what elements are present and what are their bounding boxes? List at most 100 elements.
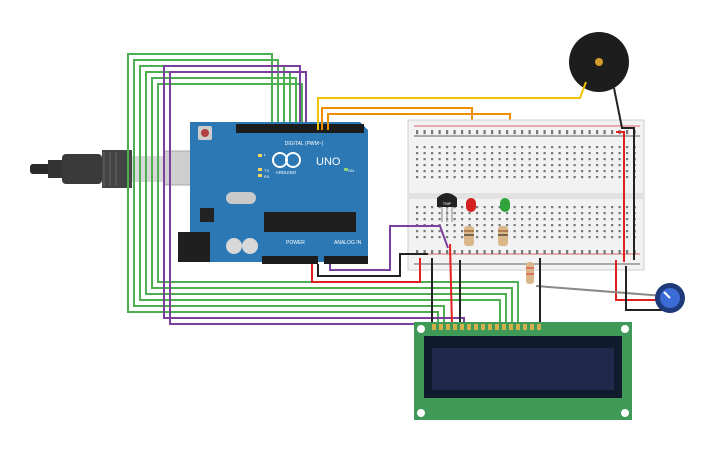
breadboard-hole xyxy=(588,130,591,133)
breadboard-hole xyxy=(528,212,531,215)
breadboard-hole xyxy=(581,170,584,173)
breadboard-hole xyxy=(438,212,441,215)
breadboard-hole xyxy=(611,218,614,221)
breadboard-hole xyxy=(551,170,554,173)
breadboard-hole xyxy=(603,224,606,227)
breadboard-hole xyxy=(566,230,569,233)
breadboard-hole xyxy=(453,236,456,239)
breadboard-hole xyxy=(491,164,494,167)
breadboard-hole xyxy=(626,236,629,239)
breadboard-hole xyxy=(438,132,441,135)
breadboard-hole xyxy=(491,146,494,149)
breadboard-hole xyxy=(626,252,629,255)
breadboard-hole xyxy=(618,132,621,135)
breadboard-hole xyxy=(618,206,621,209)
breadboard-hole xyxy=(543,132,546,135)
digital-label: DIGITAL (PWM~) xyxy=(285,141,324,147)
breadboard-hole xyxy=(618,212,621,215)
breadboard-hole xyxy=(476,176,479,179)
breadboard-hole xyxy=(536,212,539,215)
lcd-pin xyxy=(502,324,506,330)
breadboard-hole xyxy=(453,158,456,161)
breadboard-hole xyxy=(461,252,464,255)
breadboard-hole xyxy=(453,164,456,167)
breadboard-hole xyxy=(491,250,494,253)
breadboard-hole xyxy=(513,132,516,135)
breadboard-hole xyxy=(468,250,471,253)
breadboard-hole xyxy=(476,152,479,155)
breadboard-hole xyxy=(573,218,576,221)
breadboard-hole xyxy=(543,146,546,149)
breadboard-hole xyxy=(446,250,449,253)
breadboard-hole xyxy=(603,152,606,155)
breadboard-hole xyxy=(603,146,606,149)
breadboard-hole xyxy=(573,132,576,135)
breadboard-hole xyxy=(536,164,539,167)
breadboard-hole xyxy=(416,146,419,149)
breadboard-hole xyxy=(528,146,531,149)
breadboard-hole xyxy=(446,224,449,227)
breadboard-hole xyxy=(483,250,486,253)
breadboard-hole xyxy=(521,170,524,173)
breadboard-hole xyxy=(438,158,441,161)
breadboard-hole xyxy=(528,252,531,255)
breadboard-hole xyxy=(491,176,494,179)
breadboard-hole xyxy=(483,252,486,255)
breadboard-hole xyxy=(626,132,629,135)
breadboard-hole xyxy=(476,218,479,221)
breadboard-hole xyxy=(588,152,591,155)
breadboard-hole xyxy=(558,218,561,221)
breadboard-hole xyxy=(416,230,419,233)
breadboard-hole xyxy=(588,170,591,173)
breadboard-hole xyxy=(611,152,614,155)
breadboard-hole xyxy=(476,206,479,209)
breadboard-hole xyxy=(543,224,546,227)
lcd-pin xyxy=(474,324,478,330)
breadboard-hole xyxy=(581,218,584,221)
breadboard-hole xyxy=(581,250,584,253)
breadboard-hole xyxy=(513,250,516,253)
breadboard-hole xyxy=(581,152,584,155)
breadboard-hole xyxy=(551,176,554,179)
breadboard-hole xyxy=(611,252,614,255)
breadboard-hole xyxy=(588,212,591,215)
breadboard-hole xyxy=(453,252,456,255)
breadboard-hole xyxy=(498,152,501,155)
breadboard-hole xyxy=(423,146,426,149)
breadboard-hole xyxy=(446,158,449,161)
breadboard-hole xyxy=(528,236,531,239)
breadboard-hole xyxy=(611,230,614,233)
breadboard-hole xyxy=(618,164,621,167)
arduino-model: UNO xyxy=(316,156,341,168)
on-label: ON xyxy=(348,168,354,173)
lcd-pin xyxy=(516,324,520,330)
breadboard-hole xyxy=(551,212,554,215)
breadboard-hole xyxy=(476,224,479,227)
breadboard-hole xyxy=(513,152,516,155)
breadboard-hole xyxy=(416,164,419,167)
lcd-pin xyxy=(523,324,527,330)
breadboard-hole xyxy=(461,130,464,133)
breadboard-hole xyxy=(461,176,464,179)
breadboard-hole xyxy=(611,250,614,253)
breadboard-hole xyxy=(423,152,426,155)
breadboard-hole xyxy=(431,230,434,233)
breadboard-hole xyxy=(491,132,494,135)
breadboard-hole xyxy=(588,146,591,149)
breadboard-hole xyxy=(416,212,419,215)
breadboard-hole xyxy=(558,132,561,135)
breadboard-hole xyxy=(528,176,531,179)
breadboard-hole xyxy=(521,132,524,135)
breadboard-hole xyxy=(431,250,434,253)
breadboard-hole xyxy=(461,152,464,155)
breadboard-hole xyxy=(423,212,426,215)
breadboard-hole xyxy=(416,206,419,209)
breadboard-hole xyxy=(468,152,471,155)
breadboard-hole xyxy=(581,176,584,179)
breadboard-hole xyxy=(588,250,591,253)
breadboard-hole xyxy=(581,230,584,233)
breadboard-hole xyxy=(461,230,464,233)
breadboard-hole xyxy=(551,218,554,221)
breadboard-hole xyxy=(423,130,426,133)
breadboard-hole xyxy=(536,146,539,149)
